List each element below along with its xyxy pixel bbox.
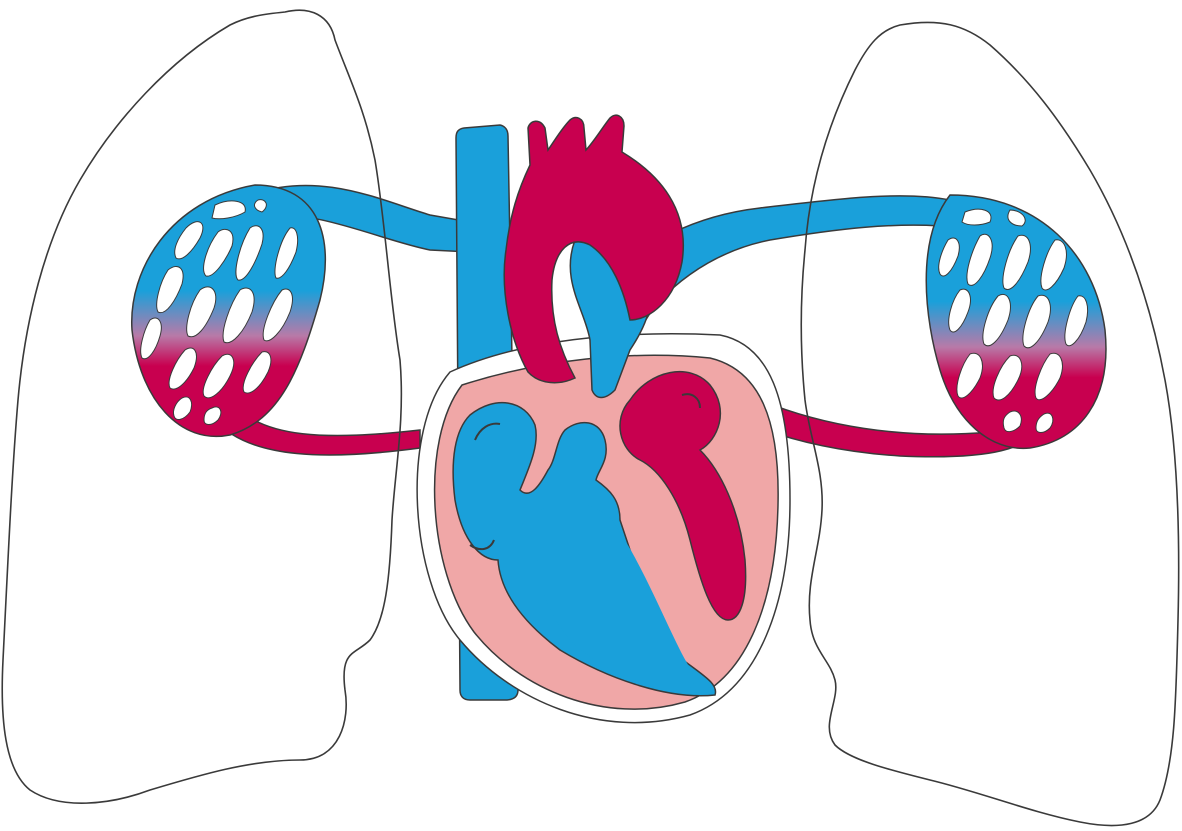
capillary-bed-right <box>926 195 1106 448</box>
capillary-bed-left <box>132 185 326 436</box>
